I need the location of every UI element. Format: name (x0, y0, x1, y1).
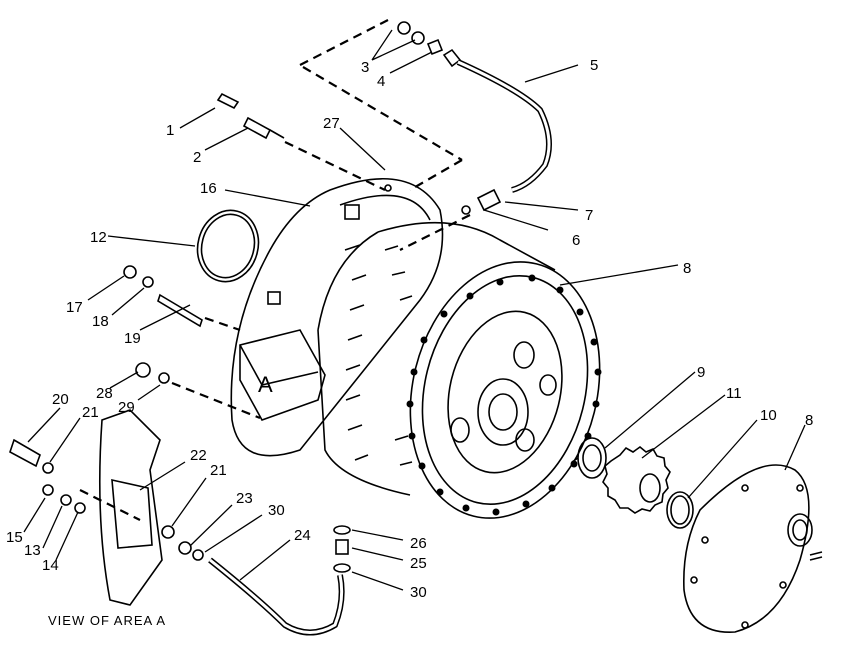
callout-3: 3 (361, 59, 369, 76)
bearing-part (571, 437, 607, 479)
tube-24-fittings (333, 525, 351, 573)
callout-17: 17 (66, 299, 83, 316)
callout-21-right: 21 (210, 462, 227, 479)
callout-19: 19 (124, 330, 141, 347)
tube-24-inner (209, 558, 344, 634)
dash-line-bracket (79, 489, 141, 521)
fitting-parts (216, 21, 502, 215)
dash-line-right (409, 159, 463, 191)
callout-11: 11 (726, 385, 742, 402)
dash-line-top-left (299, 19, 389, 66)
tube-24 (208, 557, 345, 636)
o-ring-part (196, 209, 260, 283)
callout-6: 6 (572, 232, 580, 249)
callout-16: 16 (200, 180, 217, 197)
callout-14: 14 (42, 557, 59, 574)
callout-21-left: 21 (82, 404, 99, 421)
view-caption: VIEW OF AREA A (48, 613, 166, 628)
callout-25: 25 (410, 555, 427, 572)
dash-line-bolt (171, 381, 261, 420)
callout-1: 1 (166, 122, 174, 139)
gear-part (602, 445, 671, 514)
callout-12: 12 (90, 229, 107, 246)
callout-18: 18 (92, 313, 109, 330)
housing-part (230, 178, 444, 457)
dash-line-elbow (399, 214, 471, 251)
callout-8-housing: 8 (683, 260, 691, 277)
callout-15: 15 (6, 529, 23, 546)
callout-9: 9 (697, 364, 705, 381)
callout-5: 5 (590, 57, 598, 74)
callout-27: 27 (323, 115, 340, 132)
callout-8-cover: 8 (805, 412, 813, 429)
dash-line-top (302, 66, 463, 161)
callout-4: 4 (377, 73, 385, 90)
callout-2: 2 (193, 149, 201, 166)
dash-line-stud (204, 316, 241, 332)
area-a-block (239, 329, 326, 421)
callout-7: 7 (585, 207, 593, 224)
callout-20: 20 (52, 391, 69, 408)
stud-nut-washer (123, 265, 203, 328)
dash-line-fitting (284, 141, 386, 191)
area-marker-label: A (258, 372, 273, 397)
main-housing-part (317, 221, 601, 519)
bolt-circle (406, 274, 602, 516)
callout-23: 23 (236, 490, 253, 507)
leader-lines (23, 29, 806, 591)
seal-ring-part (666, 491, 694, 529)
callout-22: 22 (190, 447, 207, 464)
callout-13: 13 (24, 542, 41, 559)
tube-5-inner (457, 60, 551, 192)
area-a-bracket (9, 362, 204, 606)
callout-29: 29 (118, 399, 135, 416)
callout-10: 10 (760, 407, 777, 424)
cover-plate-part (683, 464, 823, 633)
callout-24: 24 (294, 527, 311, 544)
callout-30-left: 30 (268, 502, 285, 519)
assembly-lines (79, 19, 471, 521)
callout-30-right: 30 (410, 584, 427, 601)
callout-28: 28 (96, 385, 113, 402)
tube-5 (456, 59, 552, 193)
callout-26: 26 (410, 535, 427, 552)
